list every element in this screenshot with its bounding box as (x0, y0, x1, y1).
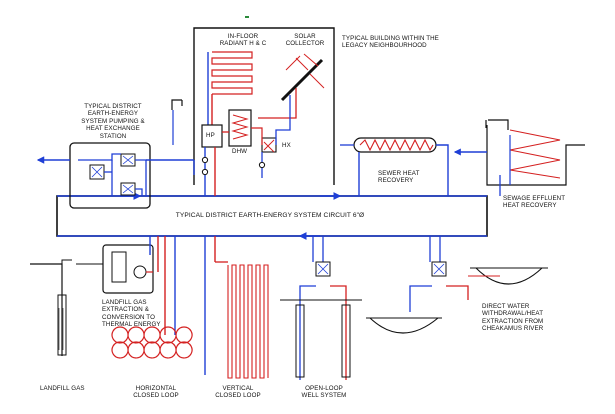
typical-building (171, 27, 335, 196)
direct-water-withdrawal (366, 236, 548, 334)
sewage-effluent-heat-recovery (453, 119, 585, 196)
in-floor-label: IN-FLOOR RADIANT H & C (219, 33, 267, 48)
vertical-closed-loop (204, 236, 269, 379)
radiant-floor-coil (211, 51, 253, 95)
circuit-label: TYPICAL DISTRICT EARTH-ENERGY SYSTEM CIR… (175, 212, 365, 219)
dhw-tank (228, 109, 252, 147)
pumping-station (36, 142, 195, 209)
solar-collector (280, 53, 325, 102)
sewer-heat-recovery-label: SEWER HEAT RECOVERY (378, 170, 420, 185)
landfill-extraction-label: LANDFILL GAS EXTRACTION & CONVERSION TO … (102, 299, 161, 329)
typical-building-label: TYPICAL BUILDING WITHIN THE LEGACY NEIGH… (342, 35, 439, 50)
hx-label: HX (282, 142, 291, 149)
solar-collector-label: SOLAR COLLECTOR (285, 33, 325, 48)
district-circuit (56, 192, 488, 240)
green-marker (245, 16, 249, 18)
direct-water-label: DIRECT WATER WITHDRAWAL/HEAT EXTRACTION … (482, 303, 544, 333)
open-loop-label: OPEN-LOOP WELL SYSTEM (301, 385, 347, 400)
sewer-heat-recovery (340, 137, 449, 196)
hp-label: HP (206, 132, 215, 139)
landfill-gas-section (30, 236, 159, 356)
sewage-effluent-label: SEWAGE EFFLUENT HEAT RECOVERY (503, 195, 566, 210)
pumping-station-label: TYPICAL DISTRICT EARTH-ENERGY SYSTEM PUM… (81, 103, 145, 140)
landfill-gas-label: LANDFILL GAS (40, 385, 85, 392)
horizontal-closed-loop (111, 236, 193, 359)
open-loop-well-system (280, 236, 362, 380)
dhw-label: DHW (232, 148, 248, 155)
heat-pump (201, 124, 223, 148)
horizontal-closed-loop-label: HORIZONTAL CLOSED LOOP (133, 385, 179, 400)
vertical-closed-loop-label: VERTICAL CLOSED LOOP (215, 385, 261, 400)
